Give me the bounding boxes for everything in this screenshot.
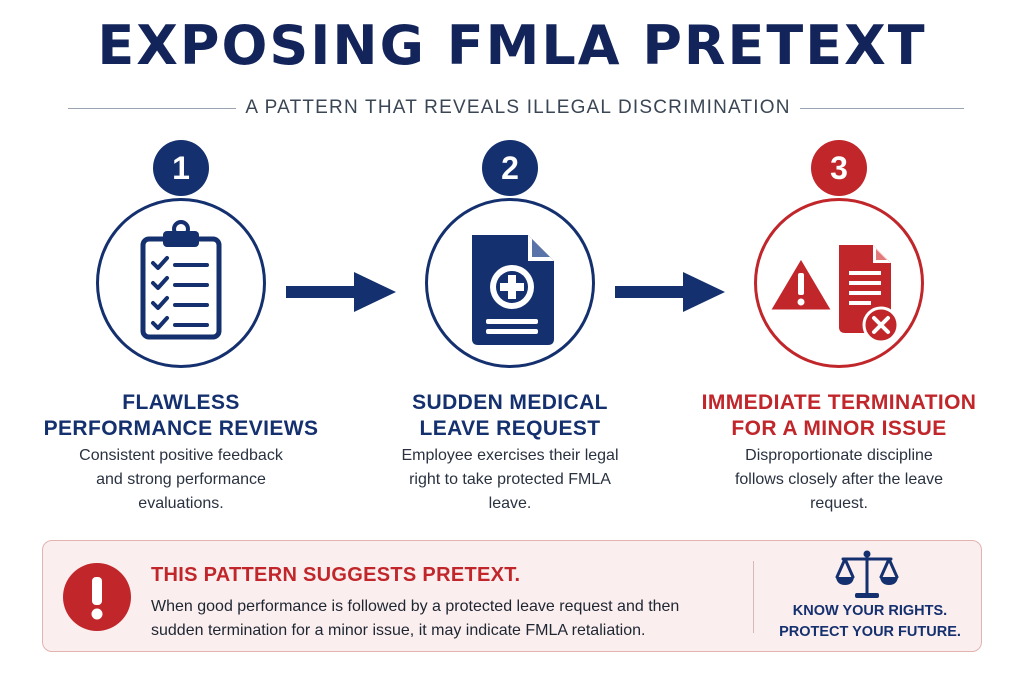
warning-termination-document-icon (767, 245, 900, 344)
step-2-title: SUDDEN MEDICAL LEAVE REQUEST (360, 390, 660, 442)
step-2-title-line: LEAVE REQUEST (419, 417, 601, 440)
step-2-description: Employee exercises their legal right to … (370, 444, 650, 516)
step-1-title: FLAWLESS PERFORMANCE REVIEWS (31, 390, 331, 442)
step-1-description-line: and strong performance (96, 471, 266, 488)
alert-body: When good performance is followed by a p… (151, 595, 731, 643)
rights-slogan: KNOW YOUR RIGHTS. PROTECT YOUR FUTURE. (765, 601, 975, 643)
pretext-alert-box: THIS PATTERN SUGGESTS PRETEXT. When good… (42, 540, 982, 652)
step-1-number-badge: 1 (153, 140, 209, 196)
step-3-title-line: FOR A MINOR ISSUE (731, 417, 947, 440)
step-3-title: IMMEDIATE TERMINATION FOR A MINOR ISSUE (689, 390, 989, 442)
step-1-description: Consistent positive feedback and strong … (41, 444, 321, 516)
right-arrow-icon (615, 272, 725, 312)
step-2-description-line: right to take protected FMLA (409, 471, 611, 488)
right-arrow-icon (286, 272, 396, 312)
alert-body-line: When good performance is followed by a p… (151, 598, 680, 615)
medical-document-icon (472, 235, 554, 345)
clipboard-checklist-icon (140, 220, 222, 340)
alert-body-line: sudden termination for a minor issue, it… (151, 622, 646, 639)
page-title: EXPOSING FMLA PRETEXT (97, 14, 927, 77)
step-3-title-line: IMMEDIATE TERMINATION (701, 391, 977, 414)
step-2-description-line: Employee exercises their legal (401, 447, 619, 464)
step-1-description-line: Consistent positive feedback (79, 447, 283, 464)
step-1-description-line: evaluations. (138, 495, 224, 512)
step-2-icon-circle (425, 198, 595, 368)
exclamation-mark-icon (91, 577, 103, 620)
page-subtitle: A PATTERN THAT REVEALS ILLEGAL DISCRIMIN… (245, 97, 791, 118)
step-1-title-line: FLAWLESS (122, 391, 240, 414)
exclamation-circle-icon (63, 563, 131, 631)
step-3-description-line: follows closely after the leave (734, 471, 944, 488)
subtitle-rule-left (68, 108, 236, 109)
subtitle-rule-right (800, 108, 964, 109)
step-2-number-badge: 2 (482, 140, 538, 196)
alert-heading: THIS PATTERN SUGGESTS PRETEXT. (151, 564, 521, 586)
slogan-line: PROTECT YOUR FUTURE. (779, 624, 961, 640)
step-3-description-line: Disproportionate discipline (745, 447, 933, 464)
step-3-description: Disproportionate discipline follows clos… (699, 444, 979, 516)
step-3-icon-circle (754, 198, 924, 368)
step-2-title-line: SUDDEN MEDICAL (412, 391, 608, 414)
alert-divider (753, 561, 754, 633)
step-3-description-line: request. (810, 495, 868, 512)
step-1-icon-circle (96, 198, 266, 368)
scales-of-justice-icon (835, 550, 899, 598)
slogan-line: KNOW YOUR RIGHTS. (792, 603, 948, 619)
step-1-title-line: PERFORMANCE REVIEWS (43, 417, 319, 440)
step-3-number-badge: 3 (811, 140, 867, 196)
step-2-description-line: leave. (488, 495, 532, 512)
